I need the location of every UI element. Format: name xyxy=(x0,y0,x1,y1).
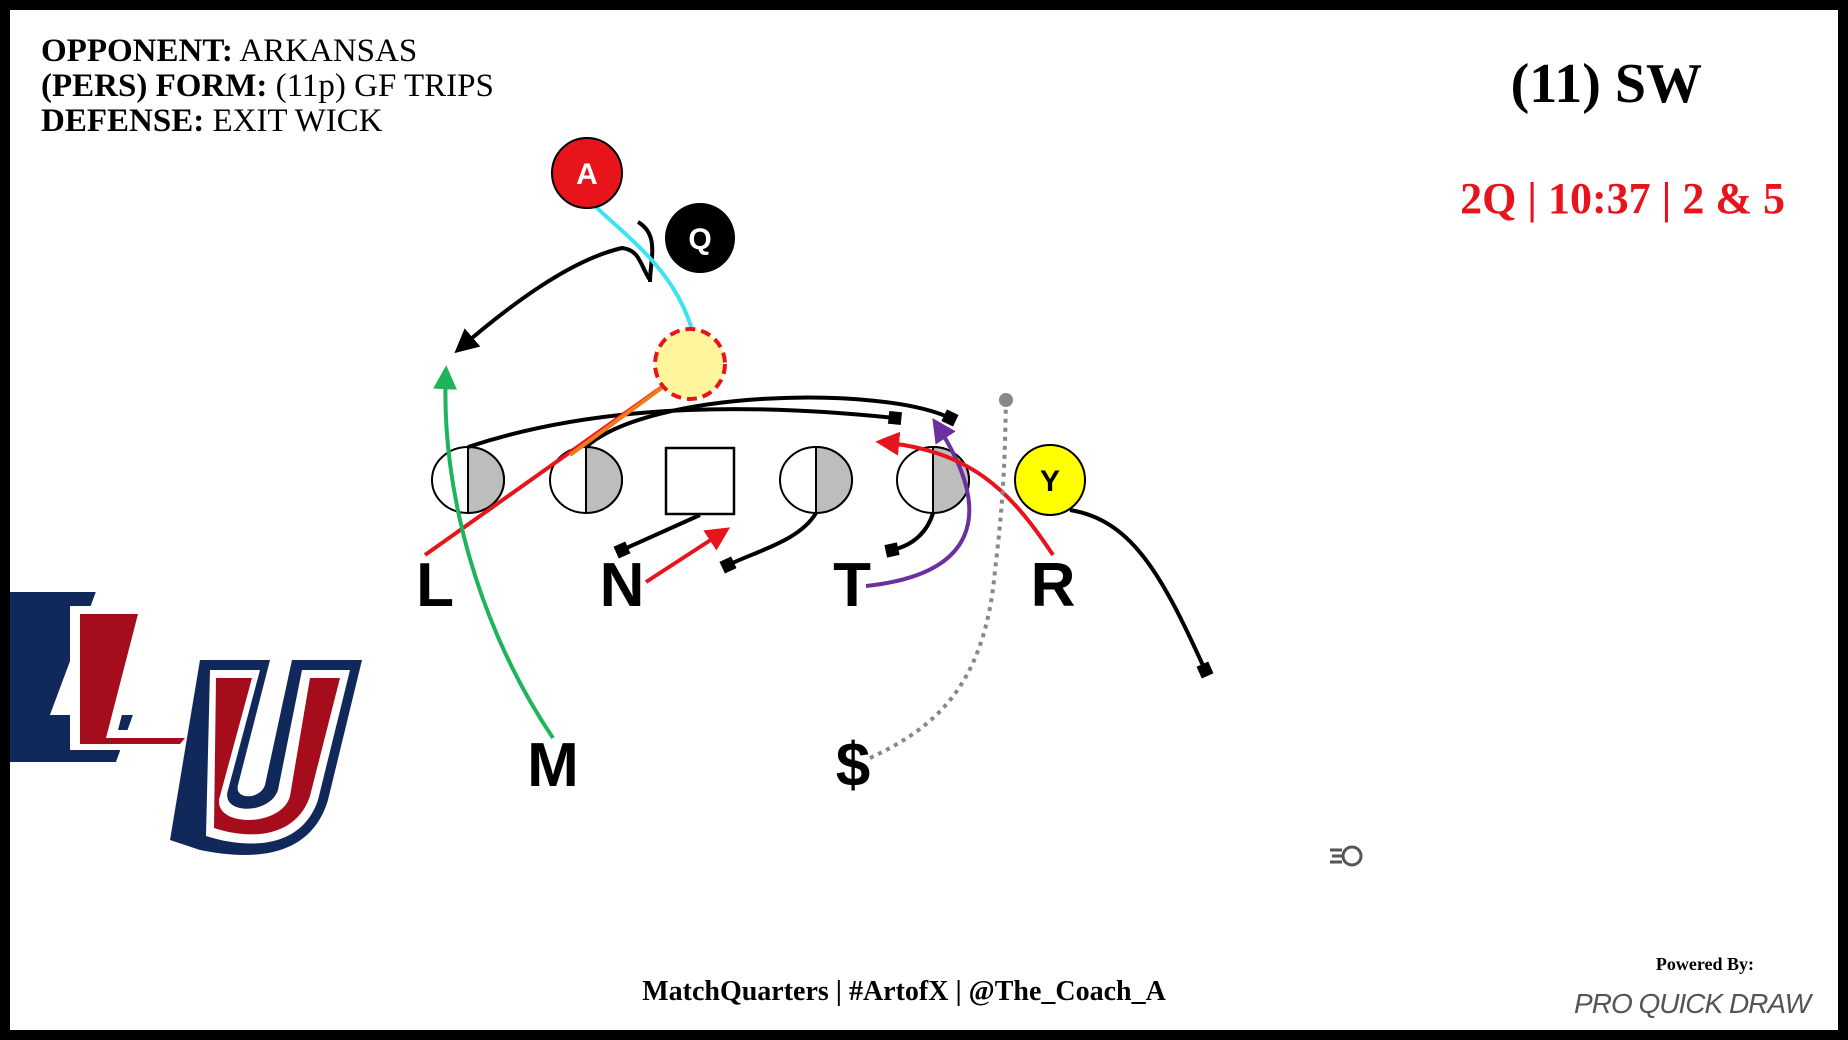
route-lines xyxy=(454,204,1214,679)
defender-n: N xyxy=(600,551,645,620)
qb-mesh-curve xyxy=(636,220,655,283)
center-block xyxy=(613,513,701,559)
pqd-logo-icon xyxy=(1330,845,1363,867)
s-path-endpoint xyxy=(999,393,1013,407)
lg-pull-route xyxy=(584,395,959,449)
offensive-line xyxy=(431,445,970,516)
formation-key: (PERS) FORM: xyxy=(41,68,268,104)
defender-l: L xyxy=(416,551,454,620)
mesh-point-marker xyxy=(653,327,727,401)
pro-quick-draw-brand: PRO QUICK DRAW xyxy=(1532,988,1811,1020)
left-guard xyxy=(549,445,623,515)
formation-line: (PERS) FORM: (11p) GF TRIPS xyxy=(41,70,494,103)
y-route xyxy=(1069,508,1214,679)
m-path xyxy=(433,365,555,740)
t-path xyxy=(865,417,972,588)
player-y-label: Y xyxy=(1040,465,1060,498)
player-q-label: Q xyxy=(688,223,711,256)
defender-r: R xyxy=(1031,551,1076,620)
brand-text: PRO QUICK DRAW xyxy=(1574,988,1811,1019)
opponent-line: OPPONENT: ARKANSAS xyxy=(41,35,417,68)
play-diagram-canvas: OPPONENT: ARKANSAS (PERS) FORM: (11p) GF… xyxy=(10,10,1838,1030)
r-path xyxy=(875,431,1055,557)
right-guard xyxy=(779,445,853,515)
defender-m: M xyxy=(527,731,579,800)
qb-path xyxy=(454,245,652,354)
player-a-label: A xyxy=(576,158,598,191)
lu-logo xyxy=(10,592,362,855)
defense-line: DEFENSE: EXIT WICK xyxy=(41,105,383,138)
center xyxy=(664,446,736,516)
diagram-svg: A Q Y L N T R M $ xyxy=(10,137,1363,867)
rg-block xyxy=(719,511,818,574)
defense-paths xyxy=(423,365,1055,760)
n-path xyxy=(644,527,731,584)
player-a: A xyxy=(551,137,623,209)
right-tackle xyxy=(896,445,970,515)
footer-credits: MatchQuarters | #ArtofX | @The_Coach_A xyxy=(10,976,1838,1008)
opponent-value: ARKANSAS xyxy=(239,33,418,69)
powered-by-label: Powered By: xyxy=(1655,954,1754,974)
opponent-key: OPPONENT: xyxy=(41,33,233,69)
lt-pull-route xyxy=(467,407,903,449)
rt-block xyxy=(884,512,935,558)
defender-t: T xyxy=(833,551,871,620)
defender-s: $ xyxy=(836,731,870,800)
player-q: Q xyxy=(665,203,735,273)
play-title: (11) SW xyxy=(1510,53,1702,115)
player-y: Y xyxy=(1014,444,1086,516)
defense-key: DEFENSE: xyxy=(41,103,205,139)
game-situation: 2Q | 10:37 | 2 & 5 xyxy=(1460,174,1785,223)
defense-value: EXIT WICK xyxy=(212,103,383,139)
formation-value: (11p) GF TRIPS xyxy=(275,68,494,104)
left-tackle xyxy=(431,445,505,515)
footer-text: MatchQuarters | #ArtofX | @The_Coach_A xyxy=(642,976,1166,1007)
